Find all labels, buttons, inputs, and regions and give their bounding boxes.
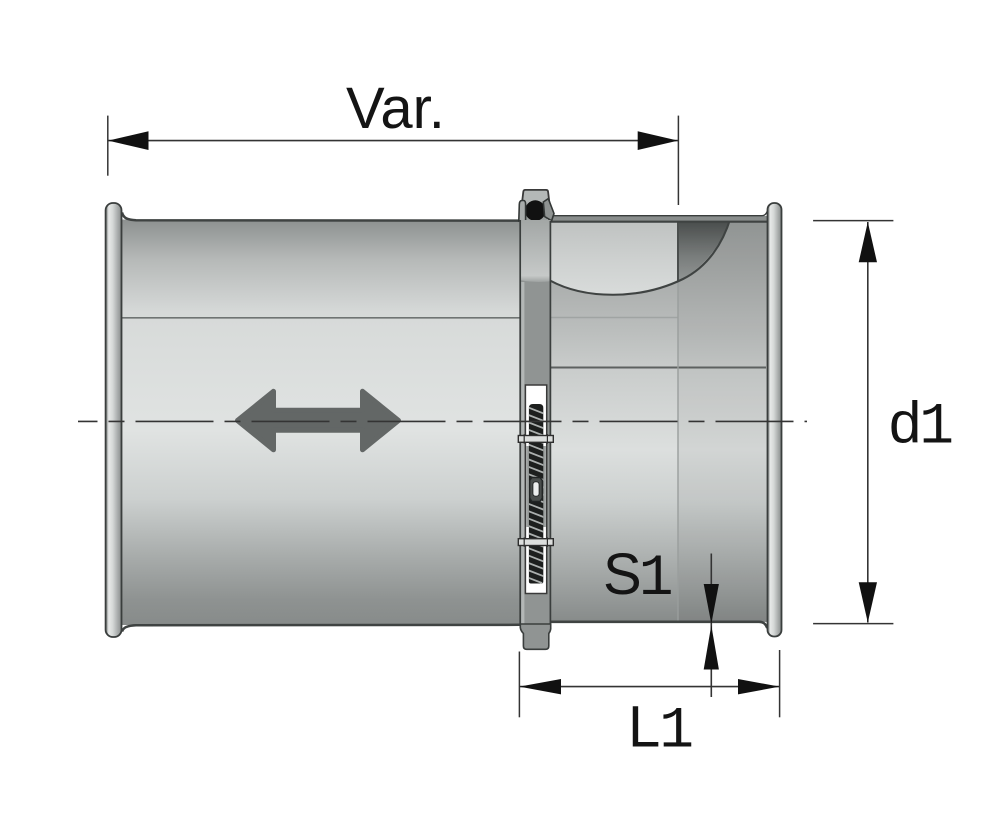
svg-text:S1: S1 [603, 542, 674, 612]
svg-text:L1: L1 [628, 695, 694, 765]
svg-text:Var.: Var. [346, 76, 445, 141]
svg-text:d1: d1 [889, 391, 954, 461]
